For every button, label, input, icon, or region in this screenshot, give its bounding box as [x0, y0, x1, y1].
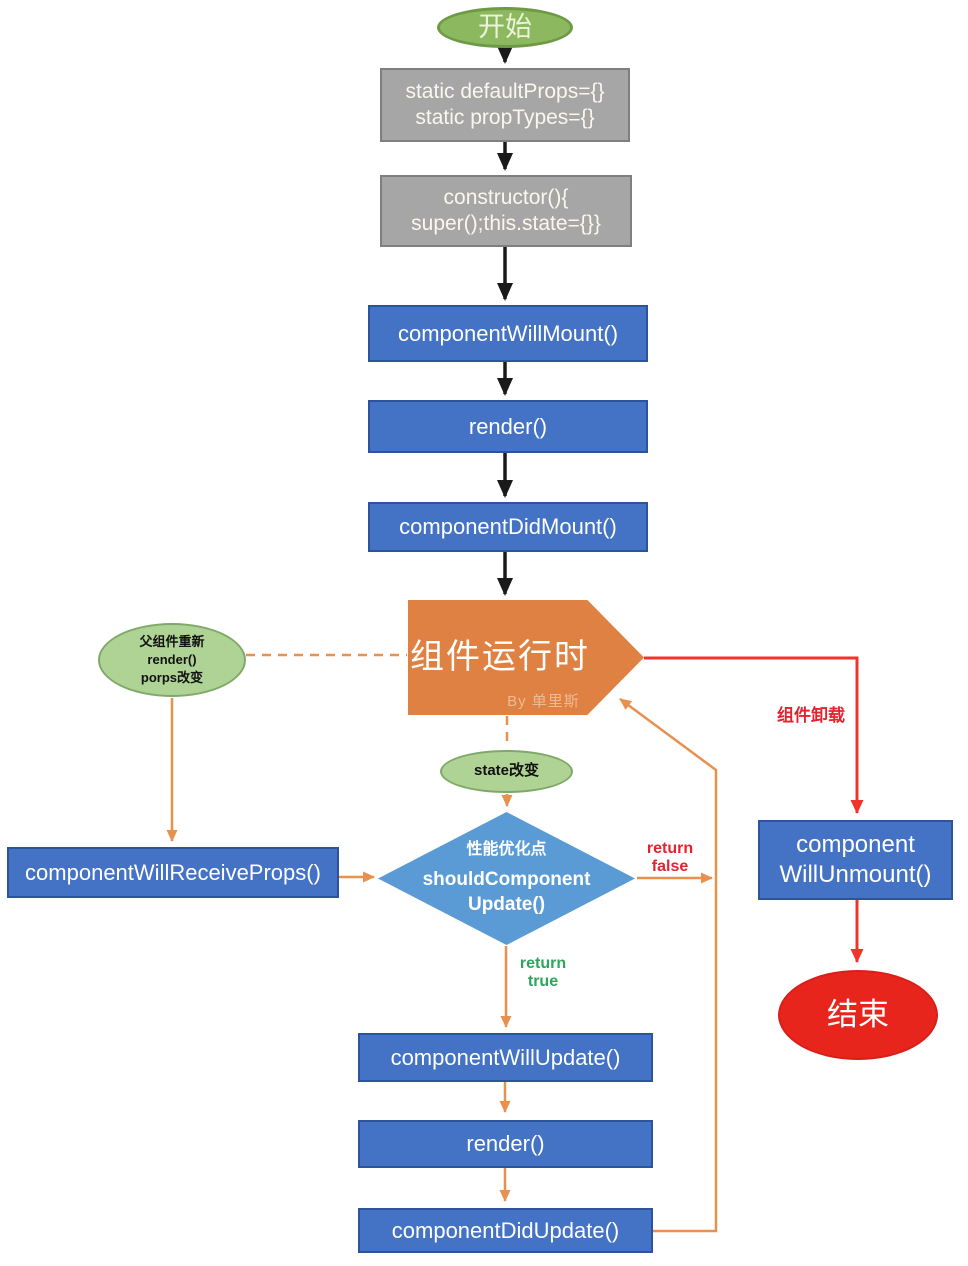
- component-did-update-node: componentDidUpdate(): [358, 1208, 653, 1253]
- component-running-label: 组件运行时: [410, 638, 591, 677]
- parent-rerender-node: 父组件重新 render() porps改变: [98, 623, 246, 697]
- constructor-node: constructor(){ super();this.state={}}: [380, 175, 632, 247]
- component-will-mount-node: componentWillMount(): [368, 305, 648, 362]
- state-change-node: state改变: [440, 750, 573, 793]
- start-node: 开始: [437, 7, 573, 48]
- performance-note: 性能优化点: [466, 840, 547, 858]
- component-did-mount-node: componentDidMount(): [368, 502, 648, 552]
- return-false-label: return false: [646, 840, 694, 876]
- should-component-update-node: 性能优化点 shouldComponent Update(): [378, 812, 635, 945]
- watermark: By 单里斯: [507, 693, 580, 711]
- should-component-update-label: shouldComponent Update(): [422, 868, 591, 915]
- unmount-edge-label: 组件卸载: [777, 706, 845, 725]
- render-mount-node: render(): [368, 400, 648, 453]
- render-update-node: render(): [358, 1120, 653, 1168]
- component-will-update-node: componentWillUpdate(): [358, 1033, 653, 1082]
- return-true-label: return true: [519, 955, 567, 991]
- component-will-receive-props-node: componentWillReceiveProps(): [7, 847, 339, 898]
- edge-running-willunmount: [644, 656, 864, 814]
- component-running-node: 组件运行时 By 单里斯: [408, 600, 644, 715]
- end-node: 结束: [778, 970, 938, 1060]
- component-will-unmount-node: component WillUnmount(): [758, 820, 953, 900]
- static-props-node: static defaultProps={} static propTypes=…: [380, 68, 630, 142]
